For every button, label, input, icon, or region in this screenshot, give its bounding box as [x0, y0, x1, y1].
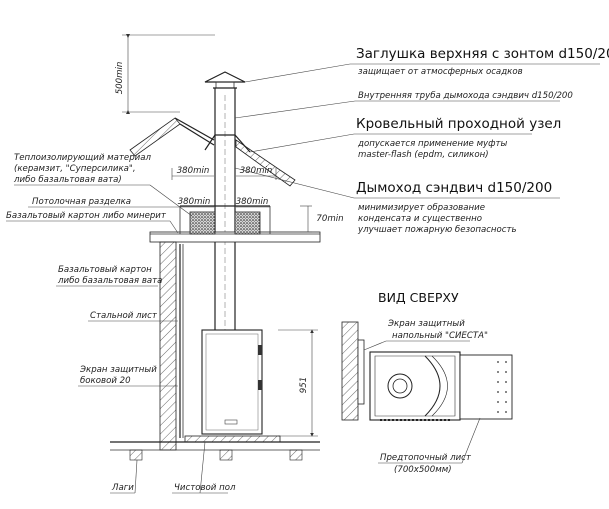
dim-roof-left: 380min	[177, 166, 210, 176]
floor	[110, 435, 320, 461]
label-insulation-3: либо базальтовая вата)	[13, 175, 122, 185]
label-sandwich-sub3: улучшает пожарную безопасность	[357, 225, 517, 235]
label-logs: Лаги	[111, 483, 134, 493]
label-basalt-ceiling: Базальтовый картон либо минерит	[6, 211, 167, 221]
chimney-pipe	[214, 88, 236, 330]
dim-ceil-left: 380min	[178, 197, 211, 207]
label-top-cap-sub: защищает от атмосферных осадков	[358, 67, 523, 77]
label-ceiling-pass: Потолочная разделка	[32, 197, 131, 207]
ceiling-dims: 380min 380min 70min	[178, 197, 344, 233]
dim-500-label: 500min	[115, 62, 125, 95]
label-pre-sheet-2: (700х500мм)	[394, 465, 452, 475]
label-top-cap: Заглушка верхняя с зонтом d150/200	[356, 46, 609, 62]
stove	[201, 329, 263, 435]
label-sandwich-sub1: минимизирует образование	[358, 203, 485, 213]
dim-roof-right: 380min	[240, 166, 273, 176]
label-roof-unit-sub1: допускается применение муфты	[357, 139, 507, 149]
dim-70: 70min	[316, 214, 343, 224]
label-sandwich-sub2: конденсата и существенно	[358, 214, 482, 224]
top-view-title: ВИД СВЕРХУ	[378, 290, 459, 305]
roof-dims: 380min 380min	[171, 166, 277, 180]
label-side-screen-1: Экран защитный	[79, 365, 157, 375]
dim-500: 500min	[115, 34, 215, 114]
dim-951-label: 951	[299, 377, 309, 393]
label-basalt-wall-2: либо базальтовая вата	[57, 276, 162, 286]
dim-ceil-right: 380min	[236, 197, 269, 207]
roof	[129, 117, 296, 187]
label-insulation-2: (керамзит, "Суперсилика",	[14, 164, 136, 174]
left-wall	[159, 241, 184, 451]
label-roof-unit: Кровельный проходной узел	[356, 116, 561, 132]
top-view	[341, 321, 513, 421]
label-wall-screen-2: напольный "СИЕСТА"	[392, 331, 488, 341]
label-floor: Чистовой пол	[174, 483, 236, 493]
label-insulation-1: Теплоизолирующий материал	[14, 153, 152, 163]
label-sandwich: Дымоход сэндвич d150/200	[356, 180, 552, 196]
label-wall-screen-1: Экран защитный	[387, 319, 465, 329]
label-side-screen-2: боковой 20	[80, 376, 131, 386]
chimney-cap	[204, 71, 246, 89]
dim-951: 951	[278, 329, 318, 437]
label-pre-sheet-1: Предтопочный лист	[380, 453, 472, 463]
ceiling	[149, 205, 321, 243]
label-basalt-wall-1: Базальтовый картон	[58, 265, 152, 275]
label-steel-sheet: Стальной лист	[90, 311, 158, 321]
label-roof-unit-sub2: master-flash (epdm, силикон)	[358, 150, 489, 160]
label-inner-pipe: Внутренняя труба дымохода сэндвич d150/2…	[358, 91, 573, 101]
